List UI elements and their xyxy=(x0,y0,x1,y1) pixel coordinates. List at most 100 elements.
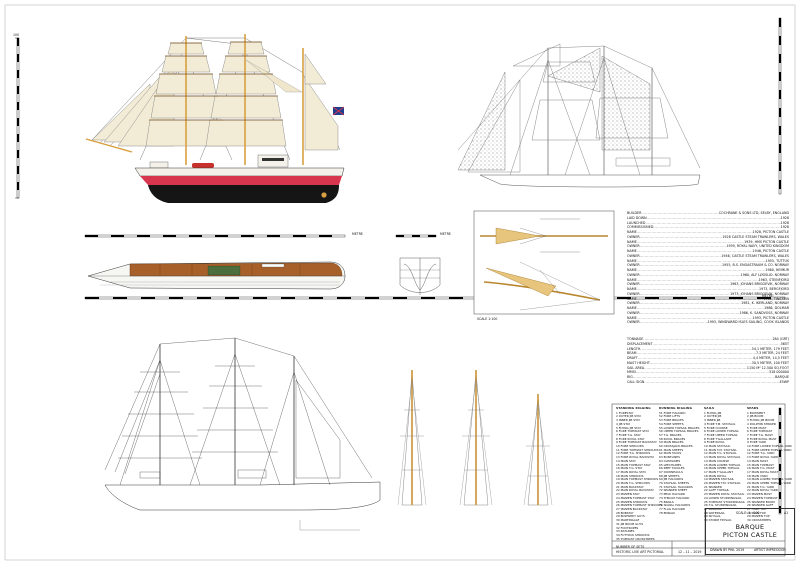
legend-item: 70 STAYSAIL SHEETS xyxy=(659,482,690,486)
legend-item: 30 STORM TRYSAIL xyxy=(704,519,732,523)
spec-value: 1928 xyxy=(780,215,789,220)
spec-row: SAIL AREA1150 M² 12.500 SQ.FOOT xyxy=(627,366,789,371)
legend-item: 4 JIB STAY xyxy=(616,422,631,426)
legend-item: 8 FORE T'GALLANT xyxy=(704,437,732,441)
legend-item: 33 RATLINES xyxy=(616,530,635,534)
legend-item: 29 MIZZEN TOP xyxy=(747,515,770,519)
legend-item: 2 OUTER JIB xyxy=(704,415,722,419)
legend-item: 18 MAIN YARD xyxy=(747,474,768,478)
ship-particulars-list: TONNAGE284 (GRT)DISPLACEMENT565TLENGTH54… xyxy=(627,337,789,385)
spec-key: LENGTH xyxy=(627,346,641,351)
scale-bar-section xyxy=(395,234,437,238)
title-block: SCALE: 1 : 200 A1 BARQUE PICTON CASTLE D… xyxy=(705,508,795,555)
legend-item: 58 ROYAL BRACES xyxy=(659,437,686,441)
drawing-date: 12 – 11 – 2019 xyxy=(678,550,702,554)
spec-value: 1993, WINDWARD ISLES SAILING, COOK ISLAN… xyxy=(707,320,789,325)
spec-key: NAME xyxy=(627,258,637,263)
legend-item: 3 INNER JIB xyxy=(704,419,721,423)
right-vertical-scale-ruler xyxy=(778,17,782,515)
spec-value: 1986, DOLMAR xyxy=(764,306,789,310)
legend-item: 20 MIZZEN T.M. STAYSAIL xyxy=(704,482,741,486)
spec-key: RIG xyxy=(627,375,633,379)
legend-item: 30 MARTINGALE xyxy=(616,519,640,523)
spec-row: COMMISSIONED1928 xyxy=(627,225,789,230)
sheet-size: A1 xyxy=(784,511,789,515)
legend-item: 54 FORE SHEETS xyxy=(659,422,684,426)
legend-item: 9 FORE ROYAL xyxy=(704,441,725,445)
spec-key: OWNER xyxy=(627,320,640,325)
spec-key: OWNER xyxy=(627,272,640,277)
legend-item: 10 FORE LOWER TOPSAIL YARD xyxy=(747,445,793,449)
spec-key: OWNER xyxy=(627,301,640,306)
legend-item: 31 JIB BOOM GUYS xyxy=(616,522,644,526)
spec-key: MAST HEIGHT xyxy=(627,360,650,365)
spec-row: NAME1939, HMS PICTON CASTLE xyxy=(627,240,789,245)
spec-key: MMSI xyxy=(627,370,636,375)
legend-item: 35 TOPMAST CROSSTREES xyxy=(616,537,655,541)
spec-row: DISPLACEMENT565T xyxy=(627,342,789,347)
legend-item: 3 INNER JIB STAY xyxy=(616,419,641,423)
drawn-by: DRAWN BY PHIL 2019 xyxy=(710,548,745,552)
spec-value: 1993, PICTON CASTLE xyxy=(752,315,789,320)
legend-item: 26 MIZZEN TOPMAST SHROUDS xyxy=(616,504,663,508)
title-line-1: BARQUE xyxy=(735,523,765,531)
legend-item: 5 FORE MAST xyxy=(747,426,767,430)
spec-value: 565T xyxy=(780,341,789,346)
spec-row: BEAM7,3 METER, 24 FEET xyxy=(627,351,789,356)
legend-item: 28 MAIN TOP xyxy=(747,511,766,515)
spec-key: OWNER xyxy=(627,253,640,258)
legend-item: 25 TOPMAST STUDDINGSAIL xyxy=(704,500,746,504)
spec-dots xyxy=(640,320,708,325)
spec-key: NAME xyxy=(627,239,637,244)
legend-item: 11 MAIN T.M. STAYSAIL xyxy=(704,448,737,452)
legend-item: 13 FORE ROYAL YARD xyxy=(747,456,779,460)
spec-key: TONNAGE xyxy=(627,337,644,341)
spec-value: 1960, HEIMUR xyxy=(765,268,789,272)
legend-item: 76 SIGNAL HALYARDS xyxy=(659,504,691,508)
legend-item: 65 LEECHLINES xyxy=(659,463,682,467)
legend-item: 13 FORE ROYAL BACKSTAY xyxy=(616,456,655,460)
legend-item: 18 MAIN ROYAL xyxy=(704,474,727,478)
spec-value: 1928 xyxy=(780,225,789,230)
spec-row: OWNER1946, CASTLE STEAM TRAWLERS, WALES xyxy=(627,254,789,259)
legend-item: 61 MAIN SHEETS xyxy=(659,448,684,452)
spec-value: 1960, ALF LØGSLID. NORWAY xyxy=(740,272,789,277)
spec-row: TONNAGE284 (GRT) xyxy=(627,337,789,342)
legend-item: 12 FORE T.G. SHROUDS xyxy=(616,452,651,456)
spec-value: 1946, PICTON CASTLE xyxy=(752,249,789,253)
spec-key: OWNER xyxy=(627,282,640,287)
spec-value: 1955, TUTTUS xyxy=(765,258,789,263)
spec-key: NAME xyxy=(627,249,637,253)
spec-key: NAME xyxy=(627,277,637,282)
legend-item: 4 DOLPHIN STRIKER xyxy=(747,422,776,426)
ship-history-list: BUILDERCOCHRANE & SONS LTD, SELBY, ENGLA… xyxy=(627,211,789,325)
legend-item: 1 BOWSPRIT xyxy=(747,411,766,415)
spec-row: OWNER 1993, WINDWARD ISLES SAILING, COOK … xyxy=(627,320,789,325)
left-vertical-scale-ruler xyxy=(15,37,20,199)
fore-mast-elevation xyxy=(397,370,427,506)
spec-key: NAME xyxy=(627,296,637,301)
spec-key: BEAM xyxy=(627,351,637,356)
hull-section xyxy=(399,257,441,295)
legend-item: 25 MIZZEN SHROUDS xyxy=(616,500,648,504)
legend-item: 5 FLYING JIB STAY xyxy=(616,426,642,430)
legend-item: 30 CROSSTREES xyxy=(747,519,771,523)
spec-key: DRAFT xyxy=(627,356,638,360)
legend-item: 7 FORE T.G. STAY xyxy=(616,433,641,437)
legend-item: 53 FORE BRACES xyxy=(659,419,684,423)
legend-item: 34 FUTTOCK SHROUDS xyxy=(616,533,650,537)
spec-row: OWNER 1960, ALF LØGSLID. NORWAY xyxy=(627,273,789,278)
spec-key: BUILDER xyxy=(627,211,642,215)
spec-value: 1963, JOHANS BRIGGEVIK, NORWAY xyxy=(730,282,789,287)
legend-header: STANDING RIGGING xyxy=(616,407,651,410)
legend-item: 24 MIZZEN TOPMAST xyxy=(747,496,778,500)
footer-left-2: HISTORIC LIVE ART PICTORIAL xyxy=(616,550,664,554)
legend-item: 20 MAIN UPPER TOPSAIL YARD xyxy=(747,482,792,486)
scale-bar-upper xyxy=(84,234,346,238)
spec-row: NAME1963, STEINFJORD xyxy=(627,278,789,283)
legend-item: 73 PEAK HALYARD xyxy=(659,493,686,497)
legend-item: 63 BUNTLINES xyxy=(659,456,680,460)
spec-key: OWNER xyxy=(627,291,640,296)
